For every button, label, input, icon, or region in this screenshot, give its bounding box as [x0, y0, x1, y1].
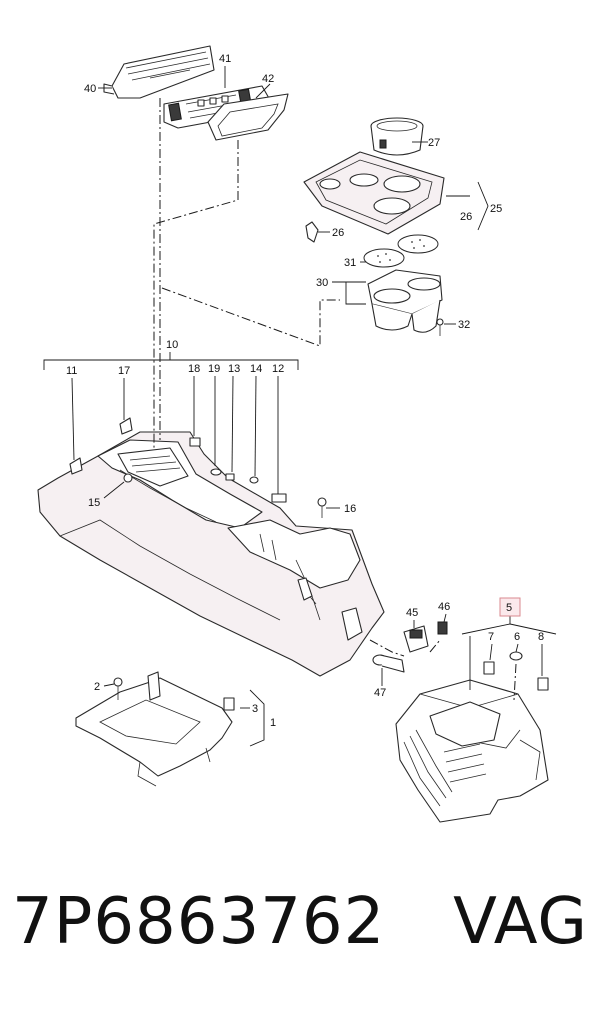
callout-7: 7: [488, 631, 494, 643]
callout-42: 42: [262, 73, 274, 85]
callout-11: 11: [66, 365, 77, 377]
callout-8: 8: [538, 631, 544, 643]
clip-46: [437, 621, 448, 635]
screw-2: [113, 677, 123, 700]
nut-19: [210, 468, 222, 476]
ring-14: [249, 476, 259, 484]
callout-13: 13: [228, 363, 240, 375]
screw-16: [317, 497, 327, 518]
clip-12: [271, 493, 287, 503]
screw-15: [123, 473, 133, 483]
trim-panel-25: [303, 151, 445, 235]
clip-18: [189, 437, 201, 447]
callout-6: 6: [514, 631, 520, 643]
callout-2: 2: [94, 681, 100, 693]
clip-7: [483, 661, 495, 675]
callout-26-left: 26: [332, 227, 344, 239]
lower-tray-1: [75, 671, 233, 787]
callout-12: 12: [272, 363, 284, 375]
climate-control-panel-41: [163, 85, 271, 129]
callout-16: 16: [344, 503, 356, 515]
callout-46: 46: [438, 601, 450, 613]
part-number-label: 7P6863762: [12, 885, 386, 959]
center-console-body: [37, 431, 385, 677]
brand-label: VAG: [453, 885, 588, 959]
rubber-mat-31: [363, 234, 439, 268]
callout-45: 45: [406, 607, 418, 619]
callout-14: 14: [250, 363, 262, 375]
callout-41: 41: [219, 53, 231, 65]
clip-11: [69, 457, 83, 475]
callout-labels: 40 41 42 27 25 26 26 31 30 32 10 11 17 1…: [66, 53, 544, 729]
screw-32: [436, 318, 444, 336]
clip-3: [223, 697, 235, 711]
callout-25: 25: [490, 203, 502, 215]
callout-26-right: 26: [460, 211, 472, 223]
assembly-lines: [153, 98, 517, 701]
callout-1: 1: [270, 717, 276, 729]
callout-30: 30: [316, 277, 328, 289]
callout-27: 27: [428, 137, 440, 149]
clip-13: [225, 473, 235, 481]
callout-5: 5: [506, 602, 512, 614]
storage-compartment-5: [395, 679, 549, 823]
switch-45: [403, 625, 429, 653]
callout-31: 31: [344, 257, 356, 269]
callout-40: 40: [84, 83, 96, 95]
nut-6: [509, 651, 523, 661]
callout-5-highlight: [499, 597, 521, 617]
clip-17: [119, 417, 133, 435]
clip-8: [537, 677, 549, 691]
socket-47: [372, 654, 405, 673]
callout-47: 47: [374, 687, 386, 699]
cup-holder-unit-30: [367, 269, 443, 333]
clip-26-left: [305, 221, 319, 243]
leader-lines: [43, 66, 557, 747]
trim-bezel-42: [207, 93, 289, 141]
callout-18: 18: [188, 363, 200, 375]
storage-tray-40: [103, 45, 215, 99]
callout-19: 19: [208, 363, 220, 375]
callout-17: 17: [118, 365, 130, 377]
cup-insert-27: [370, 117, 424, 156]
callout-3: 3: [252, 703, 258, 715]
callout-10: 10: [166, 339, 178, 351]
callout-15: 15: [88, 497, 100, 509]
callout-32: 32: [458, 319, 470, 331]
